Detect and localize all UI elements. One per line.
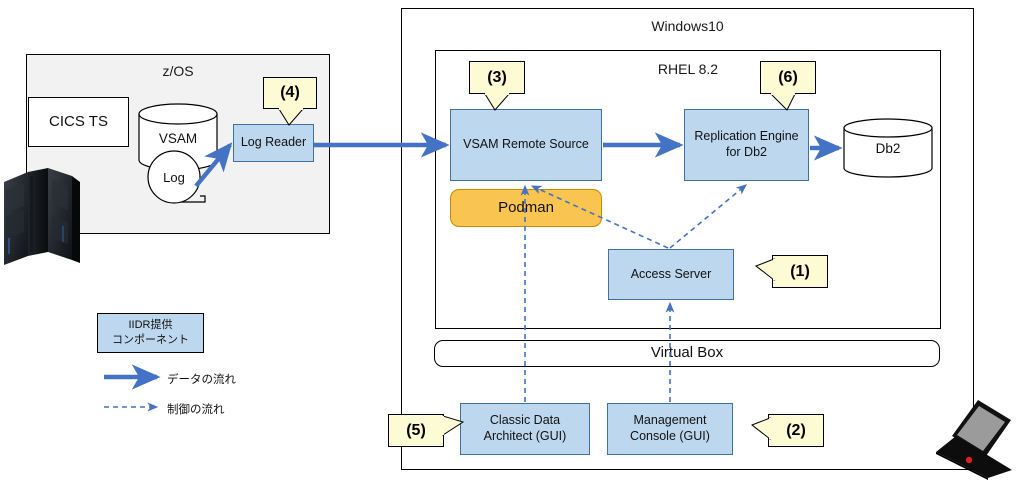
- node-db2-cylinder[interactable]: Db2: [843, 118, 933, 178]
- node-podman-label: Podman: [498, 198, 554, 216]
- node-access-server[interactable]: Access Server: [608, 249, 734, 300]
- node-virtual-box[interactable]: Virtual Box: [434, 340, 940, 367]
- callout-5-tail: [442, 415, 465, 436]
- callout-3-label: (3): [487, 68, 507, 86]
- callout-3-tail: [484, 93, 511, 111]
- callout-4-tail: [278, 108, 305, 126]
- callout-5-label: (5): [406, 421, 426, 439]
- container-rhel-label: RHEL 8.2: [657, 61, 719, 77]
- callout-2[interactable]: (2): [768, 414, 824, 447]
- node-management-console-label-line2: Console (GUI): [630, 429, 710, 443]
- callout-1-tail: [754, 258, 775, 282]
- container-zos-label: z/OS: [162, 63, 194, 79]
- laptop-icon: [936, 400, 1012, 480]
- callout-3[interactable]: (3): [469, 61, 525, 94]
- callout-6[interactable]: (6): [760, 61, 816, 94]
- node-vsam-label: VSAM: [158, 131, 198, 146]
- callout-2-label: (2): [786, 421, 806, 439]
- node-podman[interactable]: Podman: [450, 189, 602, 227]
- mainframe-icon: [4, 168, 80, 265]
- node-classic-data-architect[interactable]: Classic Data Architect (GUI): [460, 403, 590, 455]
- node-log-circle[interactable]: Log: [143, 150, 211, 206]
- callout-4-label: (4): [280, 84, 300, 101]
- node-log-reader-label: Log Reader: [240, 135, 307, 150]
- node-vsam-remote-source-label: VSAM Remote Source: [463, 137, 589, 152]
- node-management-console-label-line1: Management: [633, 413, 707, 428]
- node-classic-data-architect-label-line1: Classic Data: [489, 413, 561, 428]
- node-virtual-box-label: Virtual Box: [650, 344, 724, 362]
- callout-1-label: (1): [790, 262, 810, 280]
- node-cics-ts[interactable]: CICS TS: [28, 97, 129, 147]
- container-windows10-label: Windows10: [651, 18, 724, 34]
- node-replication-engine-label-line1: Replication Engine: [694, 129, 799, 144]
- callout-1[interactable]: (1): [772, 255, 828, 288]
- legend-component-line2: コンポーネント: [112, 334, 189, 346]
- legend-control-flow-label: 制御の流れ: [167, 404, 225, 416]
- callout-5[interactable]: (5): [388, 414, 444, 447]
- node-log-reader[interactable]: Log Reader: [233, 124, 314, 162]
- legend-data-flow-label: データの流れ: [167, 374, 236, 386]
- node-management-console[interactable]: Management Console (GUI): [607, 403, 733, 455]
- node-vsam-cylinder[interactable]: VSAM: [138, 103, 218, 171]
- node-log-label: Log: [163, 170, 185, 185]
- callout-6-tail: [769, 93, 796, 111]
- node-access-server-label: Access Server: [630, 266, 712, 281]
- node-cics-ts-label: CICS TS: [49, 112, 108, 130]
- node-classic-data-architect-label-line2: Architect (GUI): [483, 429, 567, 443]
- node-replication-engine-label-line2: for Db2: [726, 145, 767, 159]
- callout-4[interactable]: (4): [263, 77, 317, 109]
- cylinder-shape: [843, 118, 933, 178]
- node-db2-label: Db2: [875, 141, 901, 156]
- legend-component-line1: IIDR提供: [128, 319, 173, 332]
- callout-2-tail: [750, 417, 771, 441]
- callout-6-label: (6): [778, 68, 798, 86]
- node-vsam-remote-source[interactable]: VSAM Remote Source: [450, 109, 602, 181]
- node-replication-engine[interactable]: Replication Engine for Db2: [684, 109, 809, 181]
- legend-component-box: IIDR提供 コンポーネント: [97, 313, 204, 353]
